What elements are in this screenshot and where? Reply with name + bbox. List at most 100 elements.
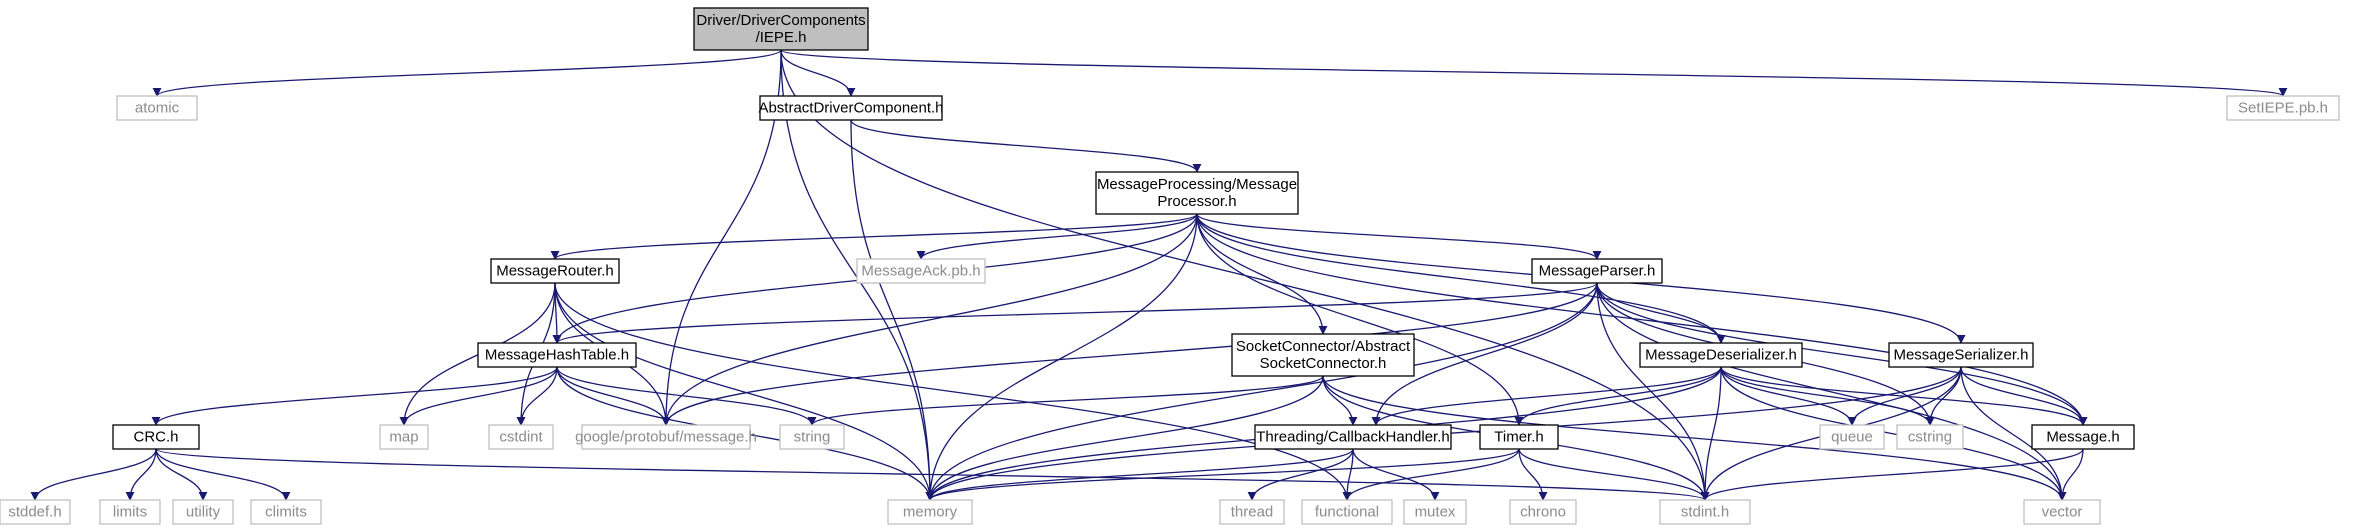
node-label-timer: Timer.h bbox=[1494, 429, 1543, 446]
node-label-crc: CRC.h bbox=[133, 429, 178, 446]
node-box-iepe bbox=[693, 7, 869, 51]
edge-mparser-to-gpm bbox=[661, 282, 1598, 426]
edge-mhash-to-cstdint bbox=[516, 366, 558, 426]
node-label-cstdint: cstdint bbox=[499, 429, 543, 446]
edge-mrouter-to-memory bbox=[554, 282, 935, 501]
edge-sockconn-to-memory bbox=[925, 375, 1324, 501]
node-box-mrouter bbox=[490, 258, 620, 284]
node-string: string bbox=[779, 424, 845, 450]
edge-adc-to-mp bbox=[850, 119, 1202, 173]
edge-crc-to-climits bbox=[155, 448, 291, 501]
edge-mparser-to-vector bbox=[1596, 282, 2067, 501]
node-stddef: stddef.h bbox=[0, 499, 71, 525]
edge-mp-to-mdeser bbox=[1196, 213, 1726, 344]
edge-mhash-to-string bbox=[556, 366, 817, 426]
node-box-adc bbox=[759, 95, 943, 121]
node-label-mp: MessageProcessing/Message bbox=[1097, 176, 1297, 193]
node-gpm: google/protobuf/message.h bbox=[575, 424, 757, 450]
edge-mparser-to-message bbox=[1596, 282, 2088, 426]
edge-mp-to-mparser bbox=[1196, 213, 1602, 260]
node-label-stddef: stddef.h bbox=[8, 504, 61, 521]
node-label-chrono: chrono bbox=[1520, 504, 1566, 521]
node-label-mutex: mutex bbox=[1415, 504, 1456, 521]
edge-mser-to-queue bbox=[1847, 366, 1962, 426]
edge-timer-to-memory bbox=[925, 448, 1520, 501]
edge-timer-to-stdint bbox=[1518, 448, 1710, 501]
node-label-mrouter: MessageRouter.h bbox=[496, 263, 614, 280]
node-box-sockconn bbox=[1231, 333, 1415, 377]
node-box-atomic bbox=[116, 95, 198, 121]
node-mack: MessageAck.pb.h bbox=[856, 258, 986, 284]
edge-cbh-to-memory bbox=[925, 448, 1354, 501]
node-timer[interactable]: Timer.h bbox=[1479, 424, 1559, 450]
edge-mhash-to-map bbox=[399, 366, 558, 426]
edge-crc-to-utility bbox=[155, 448, 208, 501]
node-crc[interactable]: CRC.h bbox=[112, 424, 200, 450]
node-box-message bbox=[2031, 424, 2135, 450]
edge-crc-to-limits bbox=[125, 448, 157, 501]
node-label-adc: AbstractDriverComponent.h bbox=[758, 100, 943, 117]
node-mparser[interactable]: MessageParser.h bbox=[1531, 258, 1663, 284]
edge-timer-to-chrono bbox=[1518, 448, 1548, 501]
node-cstdint: cstdint bbox=[488, 424, 554, 450]
node-box-queue bbox=[1819, 424, 1885, 450]
node-sockconn[interactable]: SocketConnector/AbstractSocketConnector.… bbox=[1231, 333, 1415, 377]
node-box-utility bbox=[172, 499, 234, 525]
node-iepe[interactable]: Driver/DriverComponents/IEPE.h bbox=[693, 7, 869, 51]
edge-mdeser-to-message bbox=[1720, 366, 2088, 426]
node-label-cbh: Threading/CallbackHandler.h bbox=[1256, 429, 1449, 446]
node-label-iepe: /IEPE.h bbox=[756, 29, 807, 46]
node-mrouter[interactable]: MessageRouter.h bbox=[490, 258, 620, 284]
edge-mdeser-to-timer bbox=[1514, 366, 1722, 426]
edge-cbh-to-mutex bbox=[1352, 448, 1440, 501]
node-cbh[interactable]: Threading/CallbackHandler.h bbox=[1254, 424, 1452, 450]
node-box-thread bbox=[1219, 499, 1285, 525]
node-box-functional bbox=[1301, 499, 1393, 525]
node-mdeser[interactable]: MessageDeserializer.h bbox=[1639, 342, 1803, 368]
edge-mp-to-memory bbox=[925, 213, 1198, 501]
node-box-chrono bbox=[1509, 499, 1577, 525]
node-box-mutex bbox=[1403, 499, 1467, 525]
node-setiepe: SetIEPE.pb.h bbox=[2226, 95, 2340, 121]
node-label-utility: utility bbox=[186, 504, 221, 521]
edge-crc-to-stddef bbox=[30, 448, 157, 501]
node-label-thread: thread bbox=[1231, 504, 1274, 521]
node-mser[interactable]: MessageSerializer.h bbox=[1888, 342, 2034, 368]
node-label-cstring: cstring bbox=[1908, 429, 1952, 446]
node-label-mack: MessageAck.pb.h bbox=[861, 263, 980, 280]
node-box-cstring bbox=[1896, 424, 1964, 450]
node-limits: limits bbox=[99, 499, 161, 525]
node-label-stdint: stdint.h bbox=[1681, 504, 1729, 521]
node-box-mp bbox=[1095, 171, 1299, 215]
edge-mp-to-timer bbox=[1196, 213, 1524, 426]
node-label-mparser: MessageParser.h bbox=[1539, 263, 1656, 280]
edge-mhash-to-crc bbox=[151, 366, 558, 426]
node-mhash[interactable]: MessageHashTable.h bbox=[477, 342, 637, 368]
edge-mdeser-to-iostream bbox=[1371, 366, 1722, 426]
edge-mdeser-to-cstring bbox=[1720, 366, 1935, 426]
node-vector: vector bbox=[2023, 499, 2101, 525]
edge-message-to-stdint bbox=[1700, 448, 2084, 501]
node-label-map: map bbox=[389, 429, 418, 446]
node-label-memory: memory bbox=[903, 504, 958, 521]
edge-iepe-to-stdint bbox=[780, 49, 1710, 501]
node-box-map bbox=[379, 424, 429, 450]
edge-mdeser-to-vector bbox=[1720, 366, 2067, 501]
node-box-mack bbox=[856, 258, 986, 284]
node-stdint: stdint.h bbox=[1659, 499, 1751, 525]
edge-mdeser-to-queue bbox=[1720, 366, 1857, 426]
edge-mser-to-vector bbox=[1960, 366, 2067, 501]
node-box-climits bbox=[250, 499, 322, 525]
edges-layer bbox=[30, 49, 2287, 501]
node-label-string: string bbox=[794, 429, 831, 446]
edge-message-to-vector bbox=[2057, 448, 2084, 501]
edge-mser-to-message bbox=[1960, 366, 2088, 426]
node-message[interactable]: Message.h bbox=[2031, 424, 2135, 450]
node-functional: functional bbox=[1301, 499, 1393, 525]
node-adc[interactable]: AbstractDriverComponent.h bbox=[758, 95, 944, 121]
node-label-iepe: Driver/DriverComponents bbox=[696, 12, 865, 29]
edge-mrouter-to-functional bbox=[554, 282, 1352, 501]
node-box-mser bbox=[1888, 342, 2034, 368]
